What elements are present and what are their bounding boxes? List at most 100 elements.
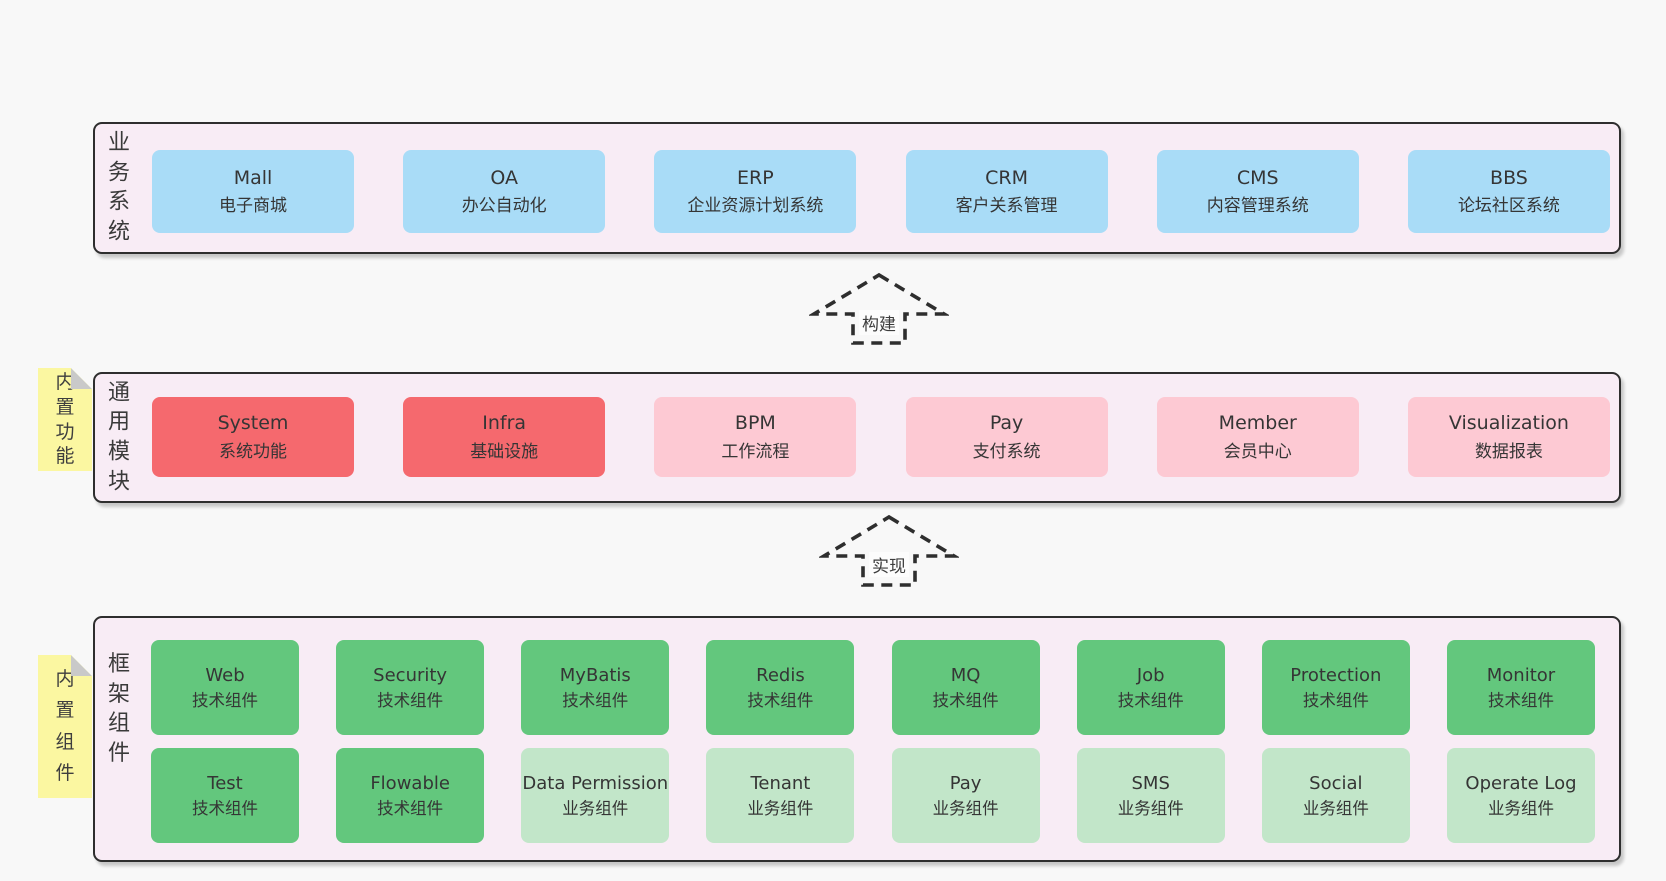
box-subtitle: 技术组件 [747,690,814,710]
framework-row-2: Test 技术组件 Flowable 技术组件 Data Permission … [151,748,1595,843]
box-title: Mall [233,166,273,189]
box-social: Social 业务组件 [1261,748,1410,843]
build-arrow: 构建 [809,272,949,346]
box-subtitle: 工作流程 [721,441,790,462]
business-panel-label: 业务系统 [107,130,130,245]
box-mall: Mall 电子商城 [152,150,354,233]
box-subtitle: 业务组件 [932,798,999,818]
box-tenant: Tenant 业务组件 [706,748,855,843]
box-subtitle: 业务组件 [1302,798,1369,818]
box-protection: Protection 技术组件 [1261,640,1410,735]
folded-corner-icon [71,368,92,389]
box-subtitle: 技术组件 [377,798,444,818]
box-title: Tenant [750,772,811,794]
box-system: System 系统功能 [152,397,354,477]
box-test: Test 技术组件 [151,748,299,843]
modules-row: System 系统功能 Infra 基础设施 BPM 工作流程 Pay 支付系统… [152,397,1610,477]
box-security: Security 技术组件 [336,640,485,735]
box-mybatis: MyBatis 技术组件 [521,640,670,735]
framework-panel-label: 框架组件 [107,652,130,767]
framework-components-panel: 框架组件 Web 技术组件 Security 技术组件 MyBatis 技术组件… [93,616,1621,862]
box-title: BPM [734,412,776,435]
box-title: ERP [737,166,774,189]
box-subtitle: 技术组件 [192,690,258,710]
note-label: 内置组件 [55,667,75,784]
box-cms: CMS 内容管理系统 [1156,150,1359,233]
box-title: Data Permission [522,772,669,794]
box-title: Redis [756,664,805,686]
box-bbs: BBS 论坛社区系统 [1407,150,1610,233]
box-title: CMS [1236,166,1279,189]
box-bpm: BPM 工作流程 [654,397,857,477]
built-in-components-note: 内置组件 [38,655,92,798]
built-in-features-note: 内置功能 [38,368,92,471]
box-title: Operate Log [1465,772,1577,794]
box-subtitle: 技术组件 [562,690,629,710]
business-systems-panel: 业务系统 Mall 电子商城 OA 办公自动化 ERP 企业资源计划系统 CRM… [93,122,1621,254]
box-erp: ERP 企业资源计划系统 [654,150,857,233]
box-oa: OA 办公自动化 [403,150,606,233]
box-title: Test [207,772,243,794]
box-title: Social [1309,772,1363,794]
box-title: Flowable [370,772,450,794]
box-redis: Redis 技术组件 [706,640,855,735]
box-title: Visualization [1448,412,1569,435]
box-title: Monitor [1486,664,1556,686]
box-subtitle: 会员中心 [1223,441,1292,462]
box-title: Job [1136,664,1165,686]
box-subtitle: 支付系统 [972,441,1041,462]
folded-corner-icon [71,655,92,676]
box-subtitle: 论坛社区系统 [1457,196,1560,217]
box-monitor: Monitor 技术组件 [1446,640,1595,735]
box-subtitle: 系统功能 [219,441,287,462]
box-title: SMS [1131,772,1170,794]
box-web: Web 技术组件 [151,640,299,735]
box-title: CRM [985,166,1028,189]
box-visualization: Visualization 数据报表 [1407,397,1610,477]
box-title: MQ [950,664,981,686]
box-title: Infra [482,412,527,435]
box-mq: MQ 技术组件 [891,640,1040,735]
box-subtitle: 技术组件 [1117,690,1184,710]
box-subtitle: 业务组件 [1117,798,1184,818]
box-subtitle: 业务组件 [747,798,814,818]
box-subtitle: 客户关系管理 [955,196,1058,217]
box-flowable: Flowable 技术组件 [336,748,485,843]
box-title: MyBatis [559,664,631,686]
box-subtitle: 业务组件 [1487,798,1554,818]
box-title: System [217,412,289,435]
box-title: Pay [989,412,1024,435]
box-crm: CRM 客户关系管理 [905,150,1108,233]
box-subtitle: 基础设施 [470,441,539,462]
box-sms: SMS 业务组件 [1076,748,1225,843]
business-row: Mall 电子商城 OA 办公自动化 ERP 企业资源计划系统 CRM 客户关系… [152,150,1610,233]
box-pay: Pay 支付系统 [905,397,1108,477]
box-subtitle: 电子商城 [219,196,287,217]
box-member: Member 会员中心 [1156,397,1359,477]
up-arrow-outline-icon [809,272,949,345]
box-title: Protection [1290,664,1382,686]
box-job: Job 技术组件 [1076,640,1225,735]
box-title: BBS [1490,166,1528,189]
box-subtitle: 技术组件 [377,690,444,710]
note-label: 内置功能 [55,371,75,468]
box-subtitle: 技术组件 [1302,690,1369,710]
box-title: Pay [949,772,982,794]
box-title: Member [1218,412,1297,435]
box-subtitle: 技术组件 [192,798,258,818]
framework-row-1: Web 技术组件 Security 技术组件 MyBatis 技术组件 Redi… [151,640,1595,735]
box-subtitle: 业务组件 [562,798,629,818]
box-operate-log: Operate Log 业务组件 [1446,748,1595,843]
box-subtitle: 企业资源计划系统 [687,196,824,217]
box-title: OA [490,166,518,189]
box-subtitle: 内容管理系统 [1206,196,1309,217]
box-infra: Infra 基础设施 [403,397,606,477]
common-modules-panel: 通用模块 System 系统功能 Infra 基础设施 BPM 工作流程 Pay… [93,372,1621,503]
implement-arrow: 实现 [819,514,959,588]
box-title: Security [373,664,448,686]
implement-arrow-label: 实现 [869,552,909,577]
up-arrow-outline-icon [819,514,959,587]
box-subtitle: 技术组件 [932,690,999,710]
build-arrow-label: 构建 [859,310,899,335]
